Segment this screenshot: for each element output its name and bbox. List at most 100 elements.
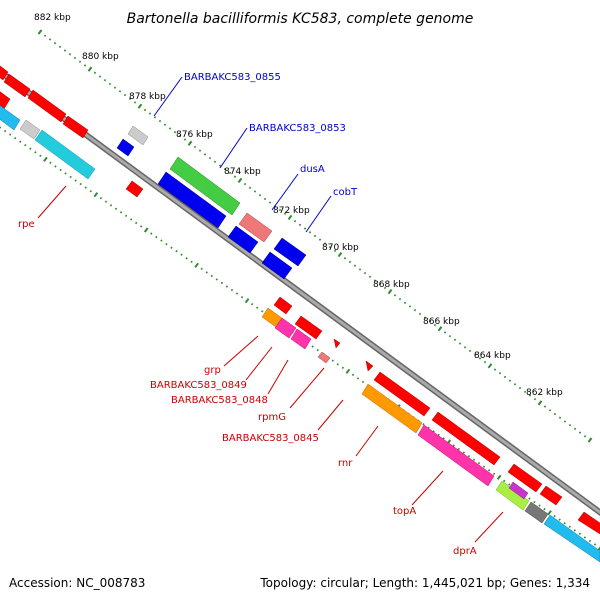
tick-major — [345, 368, 351, 374]
tick-minor — [578, 532, 581, 536]
tick-major — [287, 214, 293, 221]
tick-minor — [261, 310, 264, 313]
tick-minor — [223, 168, 227, 171]
tick-minor — [263, 197, 267, 201]
tick-minor — [583, 536, 587, 539]
gene-feature[interactable] — [62, 115, 89, 139]
gene-feature[interactable] — [169, 156, 241, 216]
gene-label[interactable]: BARBAKC583_0845 — [222, 433, 319, 444]
gene-feature[interactable] — [524, 501, 549, 524]
gene-label[interactable]: BARBAKC583_0855 — [184, 72, 281, 83]
gene-feature[interactable] — [365, 360, 374, 372]
gene-feature[interactable] — [507, 463, 543, 493]
tick-minor — [248, 186, 252, 189]
gene-feature[interactable] — [0, 102, 21, 131]
tick-major — [244, 298, 250, 304]
gene-label[interactable]: rnr — [338, 458, 353, 469]
gene-feature[interactable] — [539, 485, 563, 506]
tick-minor — [361, 380, 365, 384]
gene-feature[interactable] — [373, 371, 431, 417]
tick-minor — [140, 225, 143, 228]
tick-label: 880 kbp — [82, 52, 119, 62]
gene-feature[interactable] — [261, 251, 293, 280]
tick-minor — [78, 60, 82, 63]
tick-minor — [109, 204, 113, 207]
tick-minor — [463, 346, 467, 349]
gene-feature[interactable] — [333, 338, 341, 349]
gene-label[interactable]: cobT — [333, 187, 358, 198]
tick-minor — [235, 292, 239, 295]
gene-feature[interactable] — [417, 424, 495, 487]
tick-minor — [457, 447, 460, 451]
tick-minor — [477, 462, 481, 465]
gene-label[interactable]: BARBAKC583_0848 — [171, 395, 268, 406]
gene-feature[interactable] — [3, 73, 31, 98]
tick-minor — [452, 444, 455, 447]
tick-minor — [49, 161, 52, 165]
gene-feature[interactable] — [273, 296, 293, 315]
gene-label[interactable]: BARBAKC583_0853 — [249, 123, 346, 134]
gene-feature[interactable] — [157, 171, 227, 229]
tick-minor — [14, 136, 17, 140]
tick-minor — [473, 353, 477, 356]
tick-minor — [53, 41, 57, 45]
gene-feature[interactable] — [290, 328, 312, 350]
gene-feature[interactable] — [577, 511, 600, 535]
gene-feature[interactable] — [0, 62, 9, 81]
tick-minor — [422, 423, 425, 426]
gene-feature[interactable] — [317, 351, 331, 364]
tick-minor — [578, 431, 582, 434]
tick-label: 864 kbp — [474, 351, 511, 361]
tick-minor — [573, 427, 577, 431]
tick-minor — [358, 268, 362, 271]
gene-label[interactable]: rpe — [18, 219, 35, 230]
gene-feature[interactable] — [274, 317, 297, 339]
gene-feature[interactable] — [273, 237, 307, 267]
gene-feature[interactable] — [543, 514, 600, 563]
tick-minor — [383, 286, 387, 290]
gene-feature[interactable] — [431, 411, 501, 466]
gene-label[interactable]: rpmG — [258, 412, 286, 423]
tick-minor — [403, 301, 407, 304]
tick-minor — [303, 227, 307, 230]
tick-minor — [568, 525, 571, 528]
tick-label: 872 kbp — [273, 206, 310, 216]
tick-minor — [558, 416, 562, 419]
tick-minor — [155, 235, 158, 239]
gene-feature[interactable] — [508, 481, 529, 500]
tick-minor — [493, 368, 497, 371]
tick-minor — [119, 211, 123, 214]
gene-feature[interactable] — [116, 138, 135, 157]
tick-minor — [528, 394, 532, 397]
tick-minor — [563, 420, 567, 423]
gene-feature[interactable] — [294, 315, 323, 340]
gene-feature[interactable] — [361, 383, 423, 434]
gene-label[interactable]: BARBAKC583_0849 — [150, 380, 247, 391]
gene-feature[interactable] — [227, 225, 259, 254]
tick-minor — [513, 383, 517, 386]
gene-feature[interactable] — [125, 180, 144, 198]
tick-minor — [203, 153, 207, 156]
gene-feature[interactable] — [0, 88, 11, 110]
reverse-gene-labels: rpe grp BARBAKC583_0849 BARBAKC583_0848 … — [18, 185, 504, 557]
tick-minor — [59, 168, 62, 172]
tick-minor — [503, 479, 506, 483]
tick-minor — [533, 398, 537, 401]
tick-minor — [8, 133, 12, 136]
tick-minor — [200, 267, 203, 271]
gene-label[interactable]: topA — [393, 506, 416, 517]
gene-label[interactable]: grp — [204, 365, 221, 376]
tick-minor — [356, 377, 360, 380]
tick-minor — [453, 338, 457, 342]
gene-feature[interactable] — [27, 89, 67, 123]
gene-label[interactable]: dusA — [300, 164, 325, 175]
forward-gene-labels: BARBAKC583_0855 BARBAKC583_0853 dusA cob… — [153, 72, 358, 233]
tick-minor — [283, 212, 287, 215]
gene-feature[interactable] — [238, 212, 273, 243]
tick-minor — [558, 518, 561, 521]
gene-label[interactable]: dprA — [453, 546, 477, 557]
gene-feature[interactable] — [34, 129, 96, 180]
gene-feature[interactable] — [19, 119, 41, 140]
tick-major — [487, 363, 493, 369]
gene-feature[interactable] — [127, 125, 149, 146]
